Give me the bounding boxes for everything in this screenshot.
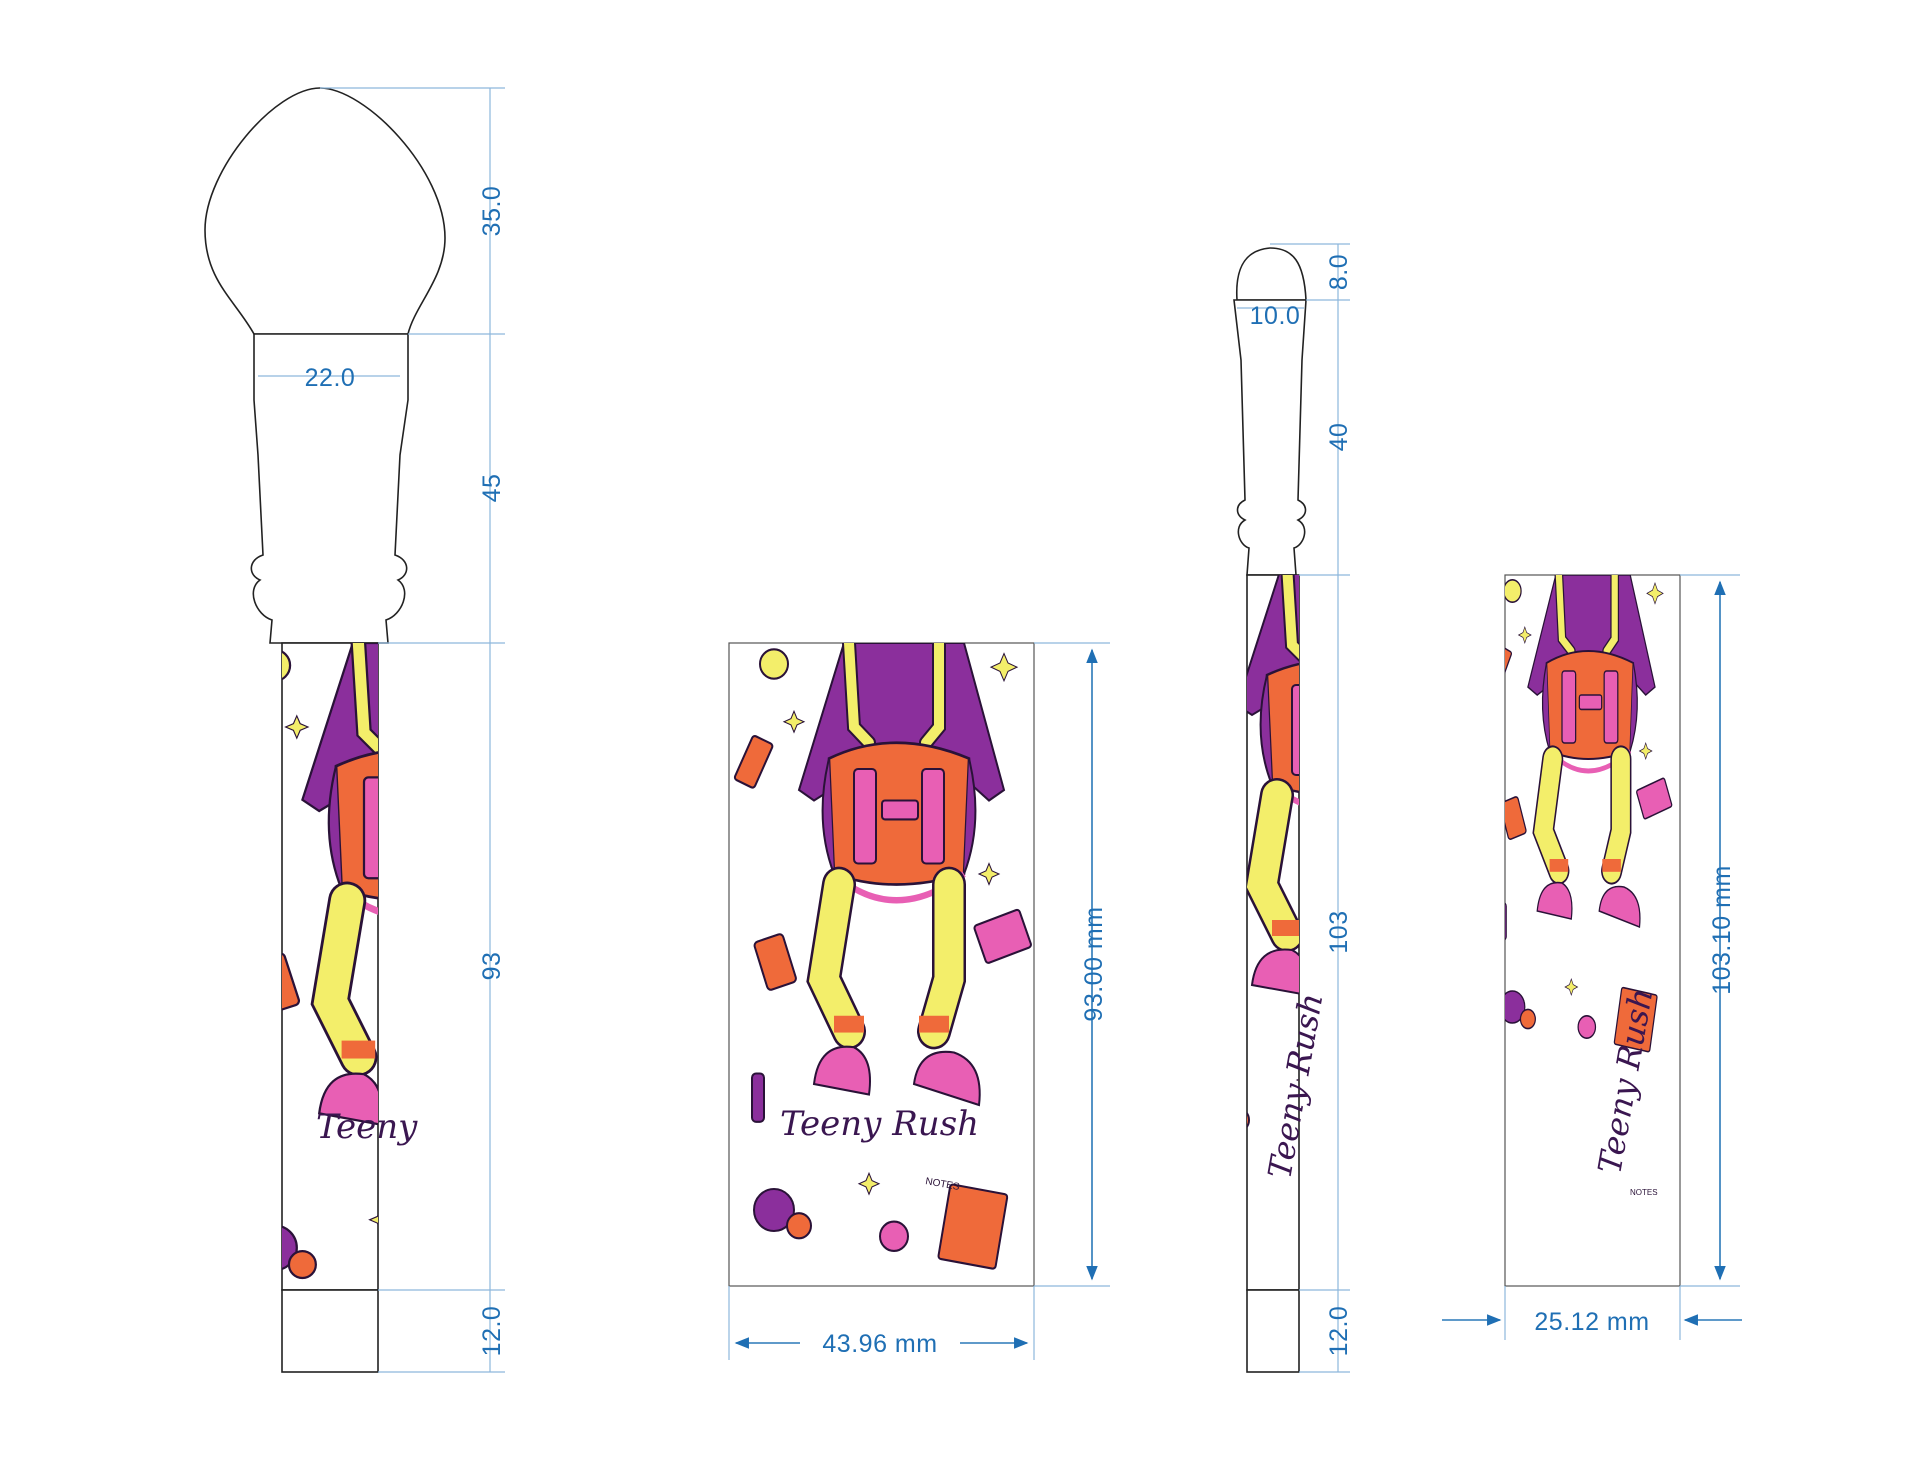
brush-2: Teeny Rush 10.0 8.0 40 103 12.0 xyxy=(1172,243,1470,1373)
brush-1-head xyxy=(204,87,446,335)
brush-1-tip xyxy=(281,1289,379,1373)
brush-1: Teeny 22.0 35.0 45 93 12.0 xyxy=(204,87,564,1373)
brush-1-print-pattern xyxy=(230,643,564,1311)
brush-2-head xyxy=(1235,247,1307,301)
print-2-width-label: 25.12 mm xyxy=(1534,1308,1649,1336)
print-1: Teeny Rush NOTES 93.00 mm 43.96 mm xyxy=(728,642,1110,1360)
brush-2-ferrule-length: 40 xyxy=(1325,423,1353,452)
brush-1-brand: Teeny xyxy=(316,1107,418,1147)
print-2-height-label: 103.10 mm xyxy=(1708,865,1736,995)
brush-2-tip-length: 12.0 xyxy=(1325,1306,1353,1357)
brush-1-handle-length: 93 xyxy=(478,952,506,981)
print-1-height-label: 93.00 mm xyxy=(1080,906,1108,1021)
brush-1-tip-length: 12.0 xyxy=(478,1306,506,1357)
print-2-notes-label: NOTES xyxy=(1630,1188,1658,1197)
brush-1-ferrule-length: 45 xyxy=(478,474,506,503)
brush-2-tip xyxy=(1246,1289,1300,1373)
print-2: Teeny Rush NOTES 103.10 mm 25.12 mm xyxy=(1442,574,1742,1340)
brush-2-print-pattern xyxy=(1172,565,1470,1161)
brush-2-handle-length: 103 xyxy=(1325,910,1353,953)
brush-2-width-label: 10.0 xyxy=(1250,302,1301,330)
brush-2-head-length: 8.0 xyxy=(1325,254,1353,290)
print-1-brand: Teeny Rush xyxy=(780,1104,979,1144)
print-1-width-label: 43.96 mm xyxy=(822,1330,937,1358)
brush-1-width-label: 22.0 xyxy=(305,364,356,392)
brush-1-head-length: 35.0 xyxy=(478,186,506,237)
brush-2-ferrule xyxy=(1233,299,1307,576)
